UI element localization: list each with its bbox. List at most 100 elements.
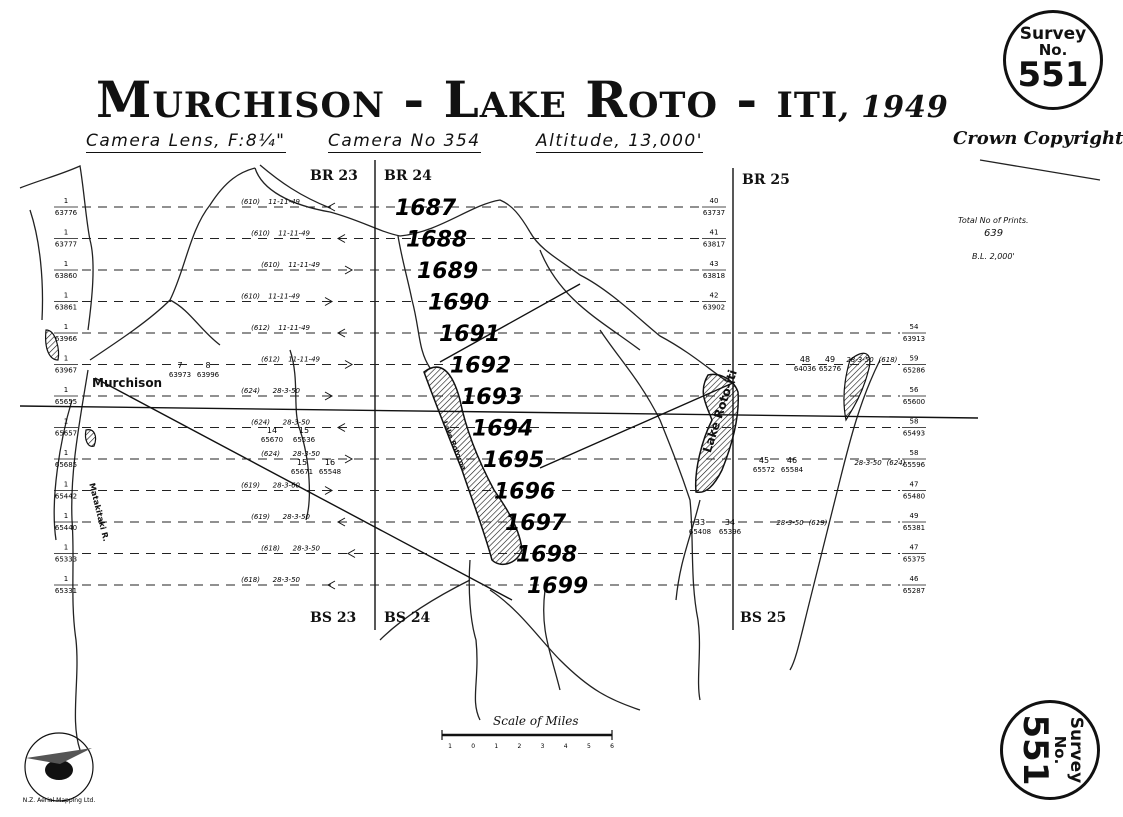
stamp-number: 551 bbox=[1015, 714, 1055, 786]
right-frame-number: 58 bbox=[910, 418, 919, 426]
side-date: 28-3-50 bbox=[776, 519, 804, 527]
run-sortie: (612) bbox=[251, 324, 270, 332]
run-number: 1687 bbox=[395, 196, 457, 221]
right-frame-number: 59 bbox=[910, 355, 919, 363]
survey-stamp-top: Survey No. 551 bbox=[1003, 10, 1103, 110]
right-frame-number: 58 bbox=[910, 449, 919, 457]
mid-frame-number: 34 bbox=[725, 518, 735, 527]
mid-negative-number: 65276 bbox=[819, 365, 842, 373]
left-frame-number: 1 bbox=[64, 386, 68, 394]
left-frame-number: 1 bbox=[64, 323, 68, 331]
left-negative-number: 65440 bbox=[55, 524, 77, 532]
run-number: 1692 bbox=[450, 354, 511, 379]
right-frame-number: 40 bbox=[710, 197, 719, 205]
run-number: 1695 bbox=[483, 448, 544, 473]
lake-roto-iti-shape bbox=[694, 373, 740, 494]
run-date: 28-3-60 bbox=[273, 482, 301, 490]
left-negative-number: 63966 bbox=[55, 335, 78, 343]
run-number: 1689 bbox=[417, 259, 478, 284]
mid-frame-number: 16 bbox=[325, 458, 335, 467]
mid-negative-number: 65408 bbox=[689, 528, 711, 536]
run-number: 1697 bbox=[505, 511, 567, 536]
run-date: 11-11-49 bbox=[278, 230, 310, 238]
total-prints-label: Total No of Prints. bbox=[958, 216, 1029, 225]
scale-of-miles-label: Scale of Miles bbox=[493, 714, 579, 728]
run-date: 28-3-50 bbox=[283, 419, 311, 427]
left-negative-number: 65442 bbox=[55, 493, 77, 501]
left-frame-number: 1 bbox=[64, 575, 68, 583]
grid-lines bbox=[19, 160, 979, 630]
left-negative-number: 65685 bbox=[55, 461, 77, 469]
scale-tick-label: 2 bbox=[518, 743, 522, 750]
stamp-number: 551 bbox=[1017, 55, 1089, 95]
run-direction-arrow bbox=[336, 423, 346, 432]
left-frame-number: 1 bbox=[64, 481, 68, 489]
left-frame-number: 1 bbox=[64, 544, 68, 552]
right-frame-number: 42 bbox=[710, 292, 719, 300]
scale-tick-label: 5 bbox=[587, 743, 591, 750]
right-frame-number: 41 bbox=[710, 229, 719, 237]
right-negative-number: 63737 bbox=[703, 209, 725, 217]
mid-negative-number: 65584 bbox=[781, 466, 804, 474]
left-frame-number: 1 bbox=[64, 197, 68, 205]
run-date: 28-3-50 bbox=[273, 387, 301, 395]
map-title: Murchison - Lake Roto - iti, 1949 bbox=[96, 70, 949, 129]
side-sortie: (624) bbox=[887, 459, 906, 467]
title-main: Murchison - Lake Roto - iti bbox=[96, 70, 839, 129]
place-label-murchison: Murchison bbox=[92, 376, 163, 390]
run-date: 28-3-50 bbox=[273, 576, 301, 584]
mid-negative-number: 63996 bbox=[197, 371, 220, 379]
right-frame-number: 43 bbox=[710, 260, 719, 268]
run-direction-arrow bbox=[344, 454, 354, 464]
run-direction-arrow bbox=[324, 391, 334, 401]
right-negative-number: 65286 bbox=[903, 367, 926, 375]
camera-lens-label: Camera Lens, F:8¼" bbox=[86, 131, 286, 153]
run-date: 11-11-49 bbox=[288, 356, 320, 364]
run-date: 28-3-50 bbox=[283, 513, 311, 521]
survey-line-diagonal-3 bbox=[439, 283, 581, 363]
run-sortie: (618) bbox=[261, 545, 280, 553]
title-year: , 1949 bbox=[838, 90, 949, 125]
total-prints-value: 639 bbox=[984, 228, 1004, 239]
flight-runs-layer: 168711-11-49(610)1637764063737168811-11-… bbox=[54, 196, 926, 750]
grid-label-bs24: BS 24 bbox=[384, 610, 431, 626]
side-sortie: (618) bbox=[879, 356, 898, 364]
left-frame-number: 1 bbox=[64, 512, 68, 520]
right-negative-number: 63818 bbox=[703, 272, 725, 280]
run-direction-arrow bbox=[324, 297, 334, 306]
run-sortie: (612) bbox=[261, 356, 280, 364]
survey-line-diagonal-1 bbox=[94, 377, 513, 601]
grid-label-bs25: BS 25 bbox=[740, 610, 787, 626]
run-number: 1699 bbox=[527, 574, 588, 599]
left-frame-number: 1 bbox=[64, 355, 68, 363]
run-sortie: (618) bbox=[241, 576, 260, 584]
right-negative-number: 65375 bbox=[903, 556, 925, 564]
scale-tick-label: 6 bbox=[610, 743, 614, 750]
mid-frame-number: 8 bbox=[205, 361, 210, 370]
run-direction-arrow bbox=[336, 517, 346, 527]
right-negative-number: 65480 bbox=[903, 493, 925, 501]
right-negative-number: 65287 bbox=[903, 587, 925, 595]
left-negative-number: 63860 bbox=[55, 272, 77, 280]
left-negative-number: 65331 bbox=[55, 587, 77, 595]
left-negative-number: 65657 bbox=[55, 430, 77, 438]
left-frame-number: 1 bbox=[64, 449, 68, 457]
right-negative-number: 63902 bbox=[703, 304, 725, 312]
left-negative-number: 63777 bbox=[55, 241, 77, 249]
run-number: 1691 bbox=[439, 322, 500, 347]
mid-frame-number: 45 bbox=[759, 456, 769, 465]
scale-tick-label: 4 bbox=[564, 743, 568, 750]
mid-negative-number: 63973 bbox=[169, 371, 191, 379]
mid-frame-number: 14 bbox=[267, 426, 277, 435]
run-number: 1694 bbox=[472, 417, 533, 442]
left-frame-number: 1 bbox=[64, 292, 68, 300]
scale-tick-label: 3 bbox=[541, 743, 545, 750]
grid-label-br23: BR 23 bbox=[310, 168, 358, 184]
crown-copyright: Crown Copyright bbox=[953, 128, 1123, 149]
run-date: 11-11-49 bbox=[268, 198, 300, 206]
run-date: 28-3-50 bbox=[293, 545, 321, 553]
run-sortie: (610) bbox=[251, 230, 270, 238]
grid-line-horizontal bbox=[19, 405, 979, 419]
run-sortie: (610) bbox=[241, 293, 260, 301]
